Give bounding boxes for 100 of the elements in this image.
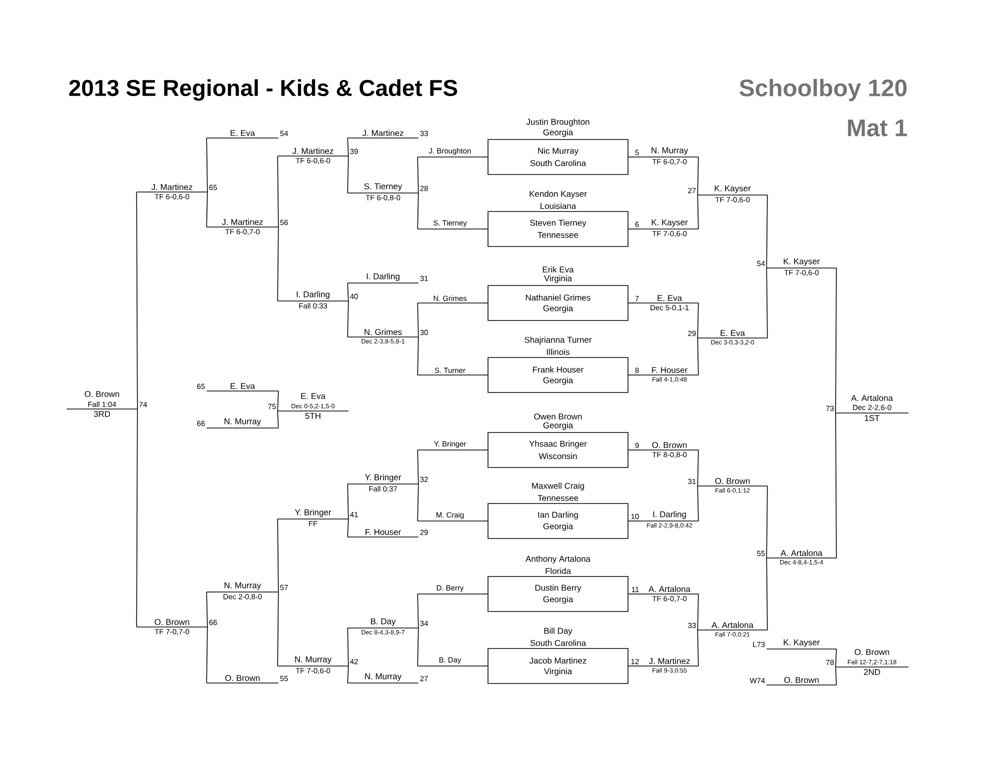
bracket-connector [697, 630, 699, 666]
wrestler-name: N. Murray [224, 418, 262, 426]
subtitle: Mat 1 [848, 120, 907, 136]
bracket-connector [347, 666, 349, 684]
bracket-connector [628, 374, 641, 376]
bracket-connector [697, 486, 699, 522]
wrestler-name: K. Kayser [784, 639, 820, 647]
wrestler-name: N. Murray [652, 147, 688, 155]
bracket-connector [417, 336, 419, 376]
state-name: Tennessee [538, 232, 578, 238]
place-label: 5TH [305, 413, 320, 419]
wrestler-name: A. Artalona [780, 550, 822, 556]
bracket-connector [347, 518, 349, 538]
wrestler-name: F. Houser [366, 529, 401, 535]
bracket-connector [697, 302, 699, 338]
wrestler-name: J. Martinez [292, 148, 334, 154]
wrestler-name: Y. Bringer [364, 474, 402, 482]
bracket-connector [277, 592, 279, 666]
wrestler-name: J. Martinez [648, 658, 690, 664]
bracket-connector [417, 302, 419, 338]
bracket-connector [628, 302, 641, 304]
bracket-connector [835, 648, 837, 668]
bracket-connector [277, 226, 279, 302]
bracket-connector [417, 484, 419, 522]
wrestler-name: Owen Brown [534, 414, 582, 420]
state-name: Georgia [543, 523, 574, 531]
bracket-connector [347, 628, 349, 666]
wrestler-name: O. Brown [652, 442, 687, 448]
wrestler-name: Anthony Artalona [526, 556, 590, 564]
place-label: 3RD [94, 411, 110, 417]
state-name: Georgia [543, 377, 574, 385]
state-name: Illinois [547, 348, 570, 355]
wrestler-name: N. Murray [224, 582, 262, 590]
wrestler-name: Nathaniel Grimes [526, 294, 590, 301]
bracket-connector [482, 520, 488, 522]
state-name: Georgia [543, 129, 574, 137]
wrestler-name: Maxwell Craig [532, 482, 584, 490]
bracket-connector [417, 156, 419, 194]
state-name: Tennessee [538, 495, 578, 501]
wrestler-name: N. Grimes [364, 328, 402, 335]
wrestler-name: O. Brown [225, 675, 260, 681]
bracket-connector [697, 338, 699, 376]
wrestler-name: I. Darling [366, 273, 400, 281]
wrestler-name: Steven Tierney [530, 220, 586, 228]
wrestler-name: O. Brown [154, 619, 190, 625]
bracket-connector [206, 626, 208, 684]
bracket-connector [482, 156, 488, 158]
state-name: South Carolina [530, 160, 586, 166]
wrestler-name: E. Eva [230, 130, 255, 136]
bracket-connector [277, 410, 279, 428]
wrestler-name: N. Murray [295, 656, 332, 664]
wrestler-name: E. Eva [301, 393, 326, 399]
wrestler-name: J. Martinez [222, 218, 263, 225]
wrestler-name: K. Kayser [784, 258, 820, 266]
wrestler-name: Dustin Berry [535, 584, 582, 592]
bracket-connector [206, 592, 208, 628]
bracket-connector [417, 594, 419, 628]
bracket-connector [766, 194, 768, 268]
wrestler-name: Bill Day [544, 628, 572, 636]
wrestler-name: O. Brown [854, 649, 890, 655]
bracket-connector [347, 138, 349, 156]
wrestler-name: A. Artalona [648, 586, 690, 592]
bracket-connector [206, 138, 208, 192]
wrestler-name: E. Eva [230, 383, 255, 389]
bracket-connector [628, 520, 641, 522]
bracket-connector [835, 666, 837, 686]
place-label: 2ND [864, 669, 880, 675]
bracket-connector [835, 412, 837, 558]
bracket-connector [277, 156, 279, 228]
wrestler-name: Y. Bringer [294, 509, 332, 517]
bracket-connector [482, 374, 488, 376]
wrestler-name: Erik Eva [542, 266, 574, 272]
bracket-connector [347, 156, 349, 194]
wrestler-name: O. Brown [784, 677, 819, 683]
wrestler-name: S. Tierney [364, 183, 402, 191]
bracket-connector [628, 228, 641, 230]
bracket-connector [697, 194, 699, 230]
wrestler-name: Yhsaac Bringer [529, 440, 587, 448]
bracket-connector [417, 628, 419, 666]
wrestler-name: J. Martinez [151, 184, 192, 190]
title: 2013 SE Regional - Kids & Cadet FS [69, 79, 458, 101]
state-name: Virginia [544, 275, 572, 283]
bracket-connector [136, 192, 138, 410]
state-name: Georgia [543, 596, 574, 604]
wrestler-name: Justin Broughton [526, 118, 590, 126]
bracket-connector [697, 450, 699, 486]
wrestler-name: Nic Murray [538, 148, 578, 156]
bracket-connector [136, 408, 138, 628]
wrestler-name: Kendon Kayser [530, 190, 587, 198]
bracket-connector [482, 228, 488, 230]
state-name: Florida [546, 568, 571, 574]
subtitle: Schoolboy 120 [740, 78, 907, 102]
wrestler-name: Jacob Martinez [529, 657, 586, 664]
bracket-connector [347, 282, 349, 302]
wrestler-name: O. Brown [715, 478, 750, 484]
bracket-connector [766, 558, 768, 630]
bracket-connector [417, 450, 419, 484]
wrestler-name: A. Artalona [712, 622, 754, 628]
wrestler-name: B. Day [370, 618, 396, 626]
state-name: Georgia [543, 305, 574, 313]
